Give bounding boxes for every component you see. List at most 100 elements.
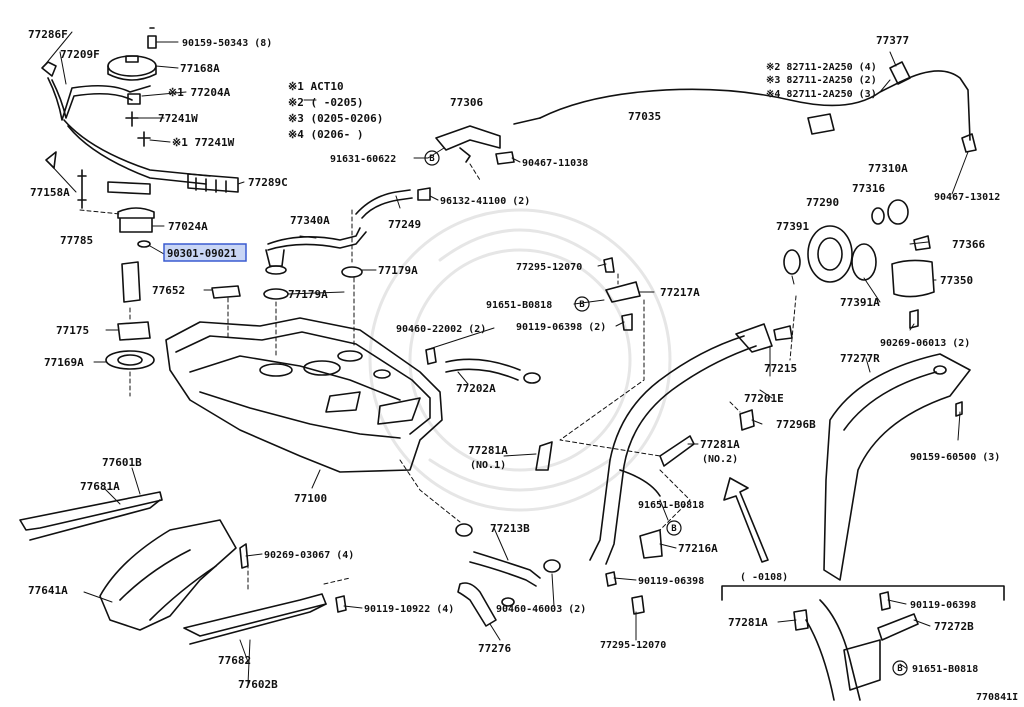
bolt-markers xyxy=(424,150,908,676)
notes-block: ※1 ACT10 ※2 ( -0205) ※3 (0205-0206) ※4 (… xyxy=(288,80,383,141)
part-label-77281A-no2-sub: (NO.2) xyxy=(702,454,738,465)
drawing xyxy=(19,27,1005,701)
bolt-marker-letter: B xyxy=(671,524,677,534)
note-reference: ※4 82711-2A250 (3) xyxy=(766,89,877,100)
part-label-77366[interactable]: 77366 xyxy=(952,238,985,251)
part-label-77215[interactable]: 77215 xyxy=(764,362,797,375)
part-label-77216A[interactable]: 77216A xyxy=(678,542,718,555)
vapor-hoses xyxy=(263,187,431,300)
part-label-77204A[interactable]: ※1 77204A xyxy=(168,86,231,99)
part-label-77306[interactable]: 77306 xyxy=(450,96,483,109)
note-line: ※3 (0205-0206) xyxy=(288,112,383,125)
part-label-77158A[interactable]: 77158A xyxy=(30,186,70,199)
part-label-77201E[interactable]: 77201E xyxy=(744,392,784,405)
part-label-77641A[interactable]: 77641A xyxy=(28,584,68,597)
part-label-90460-46003[interactable]: 90460-46003 (2) xyxy=(496,604,586,615)
bolt-marker-letter: B xyxy=(579,300,585,310)
part-label-77213B[interactable]: 77213B xyxy=(490,522,530,535)
tank-straps xyxy=(19,491,347,645)
part-label-77340A[interactable]: 77340A xyxy=(290,214,330,227)
part-label-77241W[interactable]: 77241W xyxy=(158,112,198,125)
diagram-code: 770841I xyxy=(976,692,1018,703)
part-label-77785[interactable]: 77785 xyxy=(60,234,93,247)
note-reference: ※3 82711-2A250 (2) xyxy=(766,75,877,86)
part-label-77602B[interactable]: 77602B xyxy=(238,678,278,691)
bracket-77306 xyxy=(435,125,515,165)
part-label-90301-09021[interactable]: 90301-09021 xyxy=(167,248,237,260)
part-label-77100[interactable]: 77100 xyxy=(294,492,327,505)
part-label-77276[interactable]: 77276 xyxy=(478,642,511,655)
part-label-90119-10922[interactable]: 90119-10922 (4) xyxy=(364,604,454,615)
note-reference: ※2 82711-2A250 (4) xyxy=(766,62,877,73)
part-label-90269-03067[interactable]: 90269-03067 (4) xyxy=(264,550,354,561)
note-line: ※1 ACT10 xyxy=(288,80,344,93)
part-label-77350[interactable]: 77350 xyxy=(940,274,973,287)
inset-frame xyxy=(721,585,1005,701)
part-label-77179A-lower[interactable]: 77179A xyxy=(288,288,328,301)
part-label-90467-13012[interactable]: 90467-13012 xyxy=(934,192,1000,203)
part-label-77296B[interactable]: 77296B xyxy=(776,418,816,431)
part-label-77024A[interactable]: 77024A xyxy=(168,220,208,233)
part-label-77310A[interactable]: 77310A xyxy=(868,162,908,175)
part-label-77391A[interactable]: 77391A xyxy=(840,296,880,309)
part-label-77681A[interactable]: 77681A xyxy=(80,480,120,493)
part-label-77241W-note[interactable]: ※1 77241W xyxy=(172,136,235,149)
part-label-90119-06398-inset[interactable]: 90119-06398 xyxy=(910,600,976,611)
part-label-90460-22002[interactable]: 90460-22002 (2) xyxy=(396,324,486,335)
direction-arrow xyxy=(723,477,769,563)
part-label-77295-12070[interactable]: 77295-12070 xyxy=(516,262,582,273)
part-label-90159-50343[interactable]: 90159-50343 (8) xyxy=(182,38,272,49)
part-label-90159-60500[interactable]: 90159-60500 (3) xyxy=(910,452,1000,463)
filler-cap-group xyxy=(783,199,935,329)
part-label-91651-B0818-inset[interactable]: 91651-B0818 xyxy=(912,664,978,675)
part-label-77272B[interactable]: 77272B xyxy=(934,620,974,633)
part-label-77682[interactable]: 77682 xyxy=(218,654,251,667)
note-references: ※2 82711-2A250 (4) ※3 82711-2A250 (2) ※4… xyxy=(766,62,877,100)
part-label-77316[interactable]: 77316 xyxy=(852,182,885,195)
part-label-77281A-no1[interactable]: 77281A xyxy=(468,444,508,457)
part-label-77377[interactable]: 77377 xyxy=(876,34,909,47)
bolt-marker-letter: B xyxy=(897,664,903,674)
leader-lines xyxy=(43,31,969,685)
part-label-77391[interactable]: 77391 xyxy=(776,220,809,233)
highlighted-part-box xyxy=(163,243,247,262)
fuel-pump-assembly xyxy=(41,27,241,370)
part-label-77289C[interactable]: 77289C xyxy=(248,176,288,189)
part-label-77169A[interactable]: 77169A xyxy=(44,356,84,369)
part-label-77281A-no2[interactable]: 77281A xyxy=(700,438,740,451)
bolt-marker-letters: B B B B xyxy=(429,154,903,674)
lower-hoses xyxy=(455,523,561,627)
part-label-77295-12070-lower[interactable]: 77295-12070 xyxy=(600,640,666,651)
part-label-90119-06398[interactable]: 90119-06398 (2) xyxy=(516,322,606,333)
part-label-96132-41100[interactable]: 96132-41100 (2) xyxy=(440,196,530,207)
part-label-77281A-no1-sub: (NO.1) xyxy=(470,460,506,471)
center-hoses xyxy=(425,257,641,384)
bolt-marker-letter: B xyxy=(429,154,435,164)
part-label-77286F[interactable]: 77286F xyxy=(28,28,68,41)
part-label-77168A[interactable]: 77168A xyxy=(180,62,220,75)
part-label-77290[interactable]: 77290 xyxy=(806,196,839,209)
part-label-77601B[interactable]: 77601B xyxy=(102,456,142,469)
note-line: ※4 (0206- ) xyxy=(288,128,363,141)
part-label-91651-B0818[interactable]: 91651-B0818 xyxy=(486,300,552,311)
part-label-77277R[interactable]: 77277R xyxy=(840,352,880,365)
part-label-77249[interactable]: 77249 xyxy=(388,218,421,231)
part-label-77179A[interactable]: 77179A xyxy=(378,264,418,277)
part-label-90467-11038[interactable]: 90467-11038 xyxy=(522,158,588,169)
opener-cable xyxy=(513,61,977,153)
part-label-90269-06013[interactable]: 90269-06013 (2) xyxy=(880,338,970,349)
part-label-77209F[interactable]: 77209F xyxy=(60,48,100,61)
part-label-91651-B0818-lower[interactable]: 91651-B0818 xyxy=(638,500,704,511)
part-label-77652[interactable]: 77652 xyxy=(152,284,185,297)
part-label-77281A-inset[interactable]: 77281A xyxy=(728,616,768,629)
part-label-90119-06398-lower[interactable]: 90119-06398 xyxy=(638,576,704,587)
part-label-91631-60622[interactable]: 91631-60622 xyxy=(330,154,396,165)
part-label-77035[interactable]: 77035 xyxy=(628,110,661,123)
filler-pipe xyxy=(589,323,793,565)
watermark-emblem xyxy=(368,208,672,512)
fender-liner xyxy=(823,353,971,581)
part-label-77202A[interactable]: 77202A xyxy=(456,382,496,395)
part-label-77175[interactable]: 77175 xyxy=(56,324,89,337)
fuel-tank xyxy=(165,317,443,473)
part-label-77217A[interactable]: 77217A xyxy=(660,286,700,299)
